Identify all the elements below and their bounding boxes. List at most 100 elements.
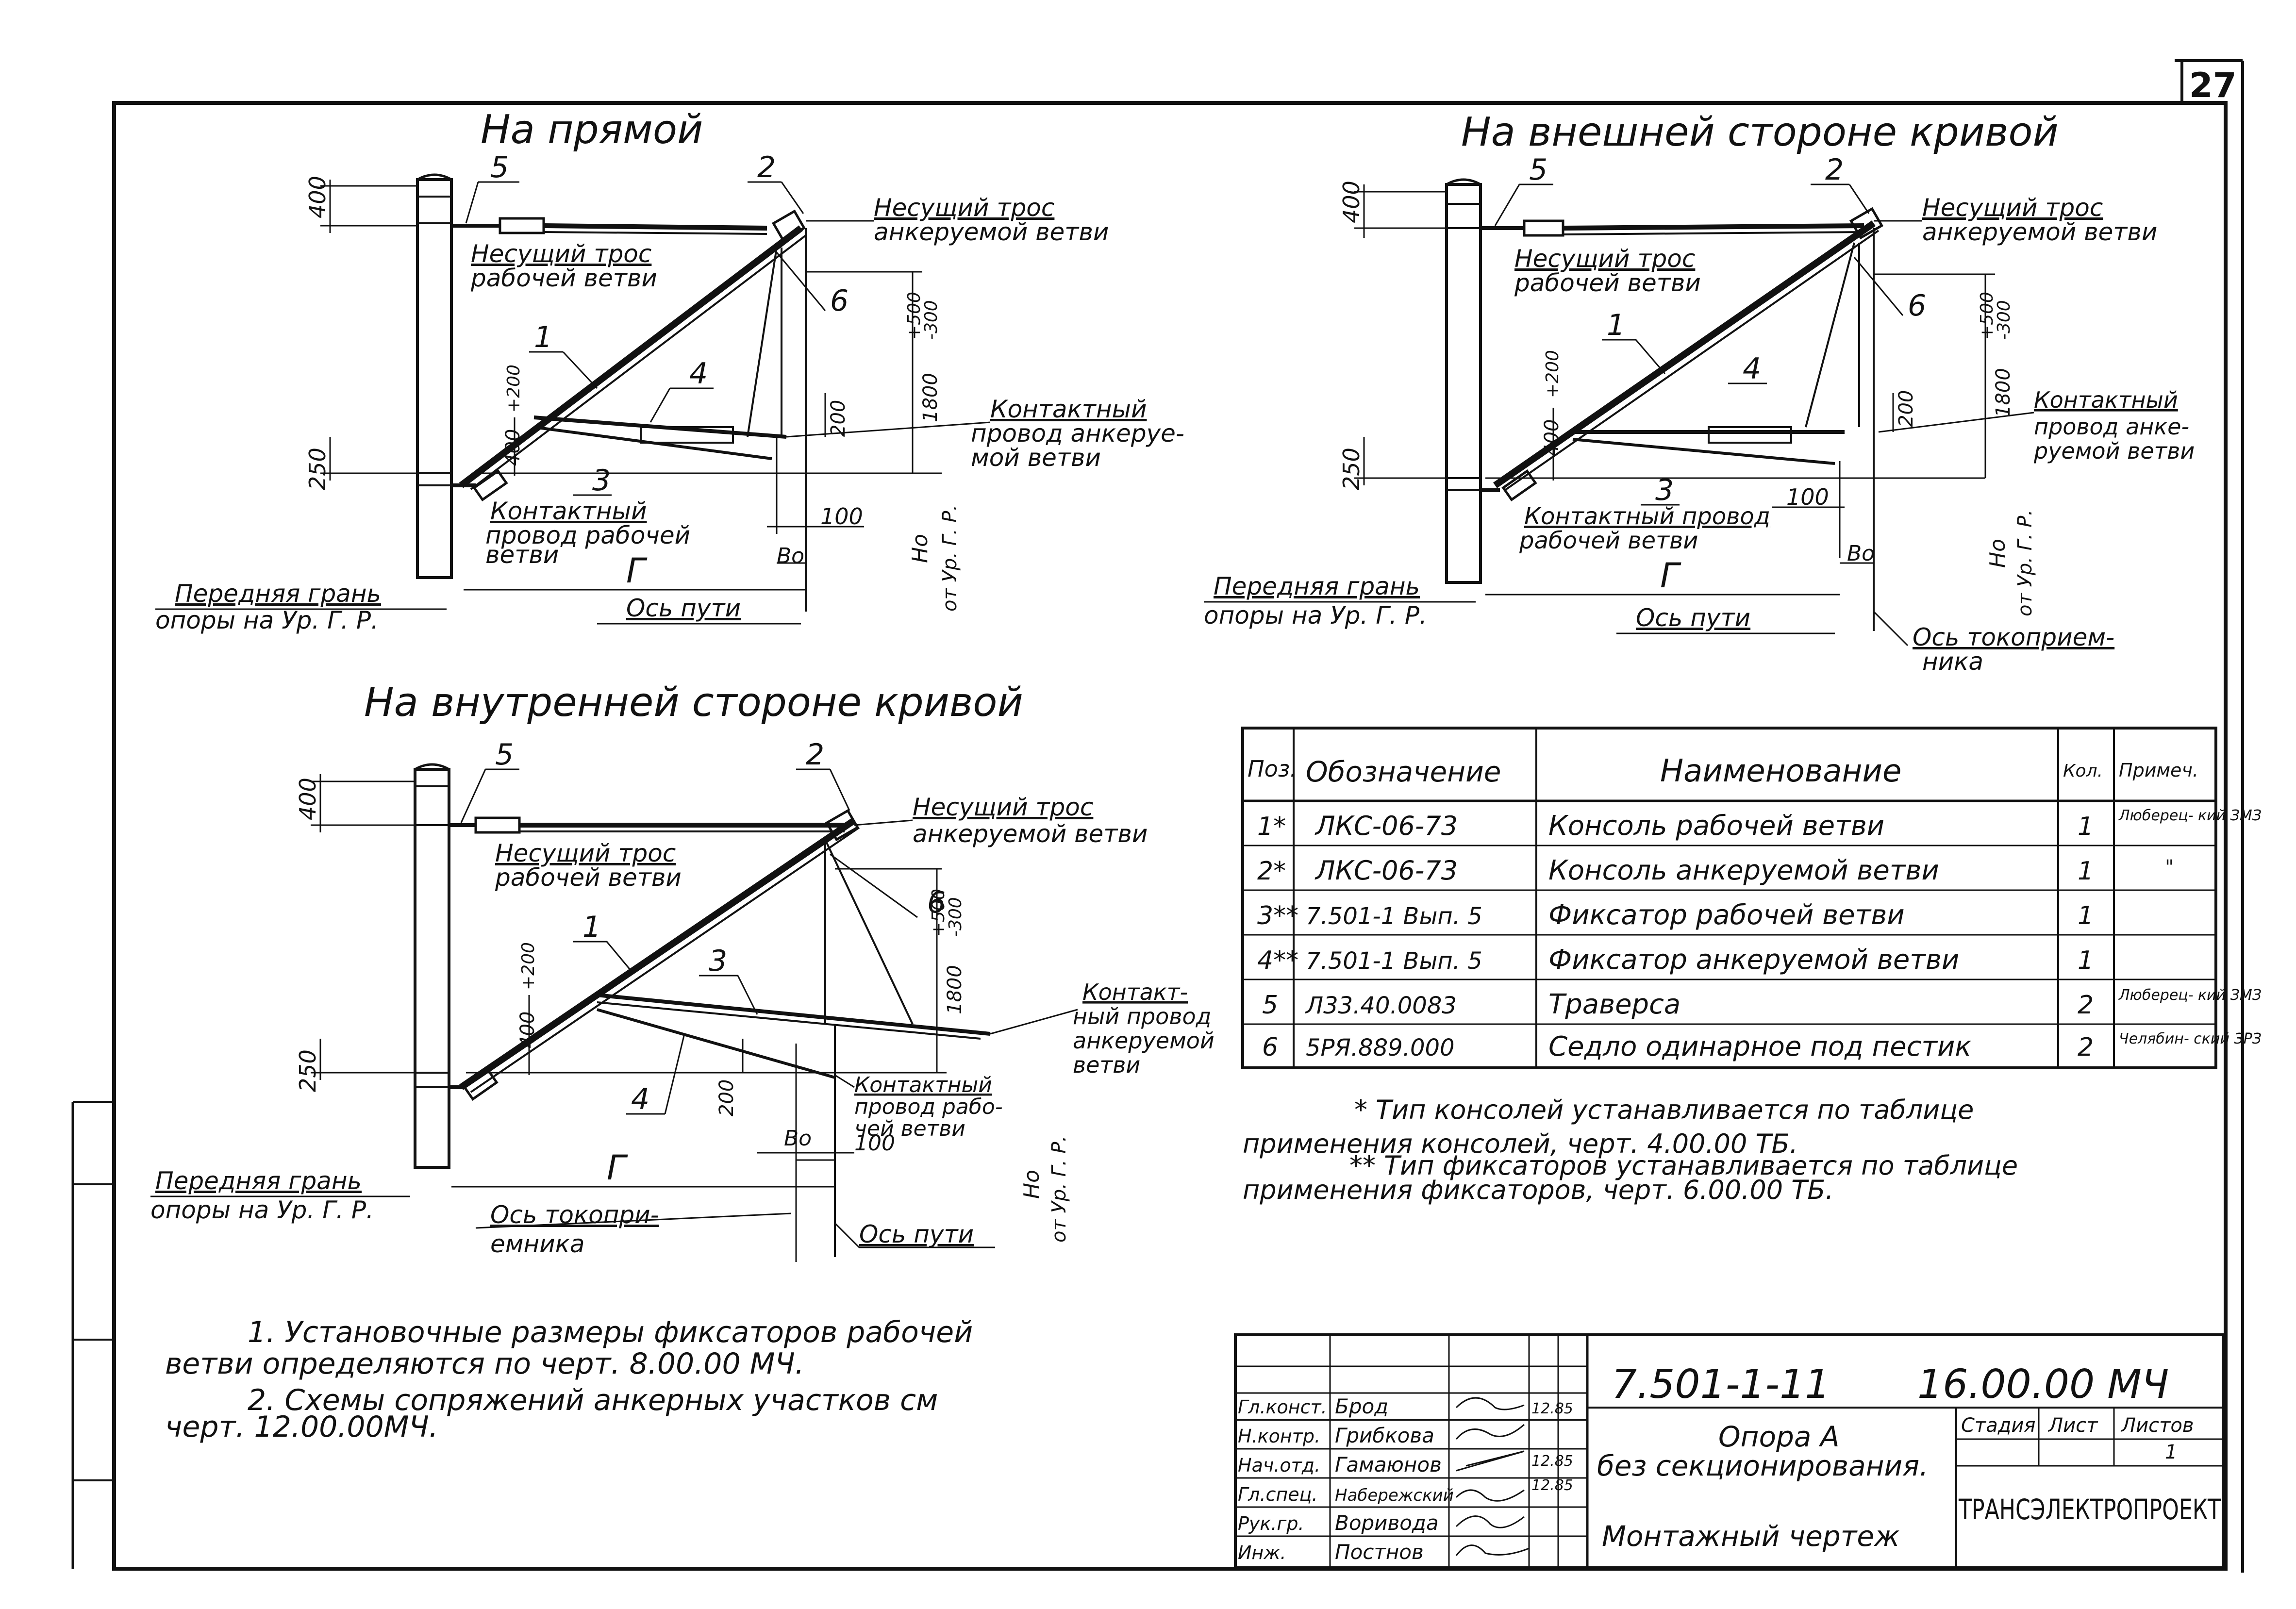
view-title: На внутренней стороне кривой bbox=[364, 680, 1023, 726]
sheet-label: Лист bbox=[2047, 1414, 2098, 1437]
svg-text:Траверса: Траверса bbox=[1548, 989, 1680, 1020]
fixator-working bbox=[1572, 438, 1835, 465]
pole bbox=[414, 768, 450, 1169]
doc-code: 7.501-1-11 bbox=[1612, 1361, 1830, 1408]
table-header-note: Примеч. bbox=[2119, 760, 2198, 781]
table-header-name: Наименование bbox=[1660, 753, 1901, 789]
svg-text:Рук.гр.: Рук.гр. bbox=[1238, 1513, 1304, 1534]
pos-5: 5 bbox=[495, 738, 514, 772]
label-carrier-anchored-2: анкеруемой ветви bbox=[874, 218, 1109, 246]
dim-400: 400 bbox=[1338, 181, 1364, 223]
dim-ho: Но bbox=[1019, 1170, 1044, 1199]
drawing-type: Монтажный чертеж bbox=[1602, 1520, 1899, 1553]
pole bbox=[416, 178, 453, 579]
dim-ho: Но bbox=[908, 534, 932, 563]
dim-1800: 1800 bbox=[1992, 368, 2014, 417]
svg-text:Воривода: Воривода bbox=[1335, 1511, 1439, 1535]
table-header-qty: Кол. bbox=[2063, 761, 2103, 781]
pos-6: 6 bbox=[927, 886, 946, 920]
pos-2: 2 bbox=[806, 738, 824, 772]
label-contact-working: Контактный bbox=[854, 1073, 992, 1097]
spec-table: Поз. Обозначение Наименование Кол. Приме… bbox=[1241, 727, 2262, 1069]
sheet-frame: 27 bbox=[71, 59, 2244, 1573]
dim-g: Г bbox=[626, 551, 648, 591]
svg-text:2: 2 bbox=[2078, 991, 2094, 1020]
dim-400: 400 bbox=[304, 176, 331, 218]
signature bbox=[1455, 1544, 1530, 1556]
label-contact-working-2: провод рабо- bbox=[854, 1095, 1003, 1119]
label-collector-axis: Ось токоприем- bbox=[1913, 623, 2114, 651]
dim-b0: Во bbox=[784, 1126, 812, 1151]
svg-text:Консоль рабочей ветви: Консоль рабочей ветви bbox=[1548, 810, 1884, 842]
sheets-value: 1 bbox=[2165, 1441, 2177, 1463]
dim-minus300: -300 bbox=[946, 897, 965, 937]
svg-text:4**: 4** bbox=[1257, 946, 1298, 975]
dim-400-low: 400 bbox=[1541, 419, 1563, 456]
pos-3: 3 bbox=[1655, 473, 1674, 507]
table-row: 2* ЛКС-06-73 Консоль анкеруемой ветви 1 … bbox=[1257, 855, 2174, 886]
svg-text:": " bbox=[2165, 856, 2174, 879]
dim-ho-ref: от Ур. Г. Р. bbox=[2014, 510, 2036, 616]
dim-g: Г bbox=[1660, 556, 1681, 596]
dim-100: 100 bbox=[1786, 484, 1829, 510]
signer-row: Н.контр. Грибкова bbox=[1238, 1424, 1525, 1447]
label-contact-anchored-3: анкеруемой bbox=[1073, 1028, 1215, 1054]
svg-text:12.85: 12.85 bbox=[1531, 1477, 1573, 1494]
signer-row: Гл.спец. Набережский 12.85 bbox=[1238, 1477, 1573, 1505]
svg-text:Гл.спец.: Гл.спец. bbox=[1238, 1484, 1318, 1505]
pole bbox=[1445, 183, 1482, 584]
object-name: Опора А bbox=[1718, 1420, 1840, 1453]
title-block: Гл.конст. Брод 12.85 Н.контр. Грибкова Н… bbox=[1234, 1333, 2225, 1569]
label-collector-axis: Ось токопри- bbox=[490, 1201, 659, 1229]
svg-text:Гамаюнов: Гамаюнов bbox=[1335, 1453, 1442, 1476]
svg-text:Фиксатор рабочей ветви: Фиксатор рабочей ветви bbox=[1548, 899, 1905, 931]
dim-200: 200 bbox=[1895, 390, 1917, 427]
label-carrier-anchored-2: анкеруемой ветви bbox=[1922, 218, 2157, 246]
svg-text:1: 1 bbox=[2078, 812, 2094, 841]
footnote-2b: применения фиксаторов, черт. 6.00.00 ТБ. bbox=[1243, 1175, 1834, 1205]
dim-ho-ref: от Ур. Г. Р. bbox=[939, 505, 961, 612]
pos-4: 4 bbox=[631, 1082, 649, 1116]
table-header-designation: Обозначение bbox=[1306, 755, 1501, 788]
dim-1800: 1800 bbox=[919, 373, 942, 422]
label-carrier-working: Несущий трос bbox=[1514, 245, 1695, 273]
table-footnotes: * Тип консолей устанавливается по таблиц… bbox=[1243, 1095, 2018, 1205]
carrier-rod-upper bbox=[1563, 223, 1864, 231]
svg-text:5РЯ.889.000: 5РЯ.889.000 bbox=[1306, 1034, 1455, 1062]
sheets-label: Листов bbox=[2120, 1414, 2194, 1437]
svg-text:7.501-1 Вып. 5: 7.501-1 Вып. 5 bbox=[1306, 947, 1482, 975]
label-contact-anchored: Контакт- bbox=[1082, 979, 1188, 1005]
signature bbox=[1455, 1515, 1525, 1528]
label-collector-axis-2: емника bbox=[490, 1230, 585, 1258]
footnote-1b: применения консолей, черт. 4.00.00 ТБ. bbox=[1243, 1128, 1798, 1159]
label-contact-anchored-4: ветви bbox=[1073, 1052, 1140, 1078]
dim-minus300: -300 bbox=[921, 300, 941, 340]
dim-250: 250 bbox=[304, 448, 331, 490]
dim-minus300: -300 bbox=[1994, 300, 2014, 340]
label-track-axis: Ось пути bbox=[1636, 604, 1750, 632]
sheet-number: 27 bbox=[2189, 66, 2236, 105]
svg-text:Консоль анкеруемой ветви: Консоль анкеруемой ветви bbox=[1548, 855, 1939, 886]
svg-text:Нач.отд.: Нач.отд. bbox=[1238, 1455, 1320, 1476]
label-contact-working-2: рабочей ветви bbox=[1519, 527, 1698, 554]
svg-text:2: 2 bbox=[2078, 1033, 2094, 1062]
note-2b: черт. 12.00.00МЧ. bbox=[165, 1410, 438, 1444]
dim-250: 250 bbox=[1338, 448, 1364, 490]
label-contact-anchored: Контактный bbox=[2034, 387, 2178, 413]
dim-plus500: +500 bbox=[904, 292, 924, 340]
label-contact-anchored-3: мой ветви bbox=[971, 444, 1101, 472]
label-front-face-2: опоры на Ур. Г. Р. bbox=[155, 606, 379, 634]
svg-text:5: 5 bbox=[1262, 991, 1278, 1020]
dim-g: Г bbox=[607, 1148, 628, 1188]
svg-text:3**: 3** bbox=[1257, 901, 1298, 930]
console-working bbox=[1493, 220, 1876, 488]
svg-text:Фиксатор анкеруемой ветви: Фиксатор анкеруемой ветви bbox=[1548, 944, 1959, 976]
pos-2: 2 bbox=[1825, 153, 1844, 187]
label-front-face: Передняя грань bbox=[175, 580, 381, 608]
dim-400: 400 bbox=[295, 778, 321, 820]
signature bbox=[1456, 1450, 1525, 1472]
pos-6: 6 bbox=[830, 284, 849, 318]
svg-text:6: 6 bbox=[1262, 1033, 1278, 1062]
label-carrier-working: Несущий трос bbox=[495, 839, 676, 867]
console-working bbox=[459, 817, 856, 1090]
